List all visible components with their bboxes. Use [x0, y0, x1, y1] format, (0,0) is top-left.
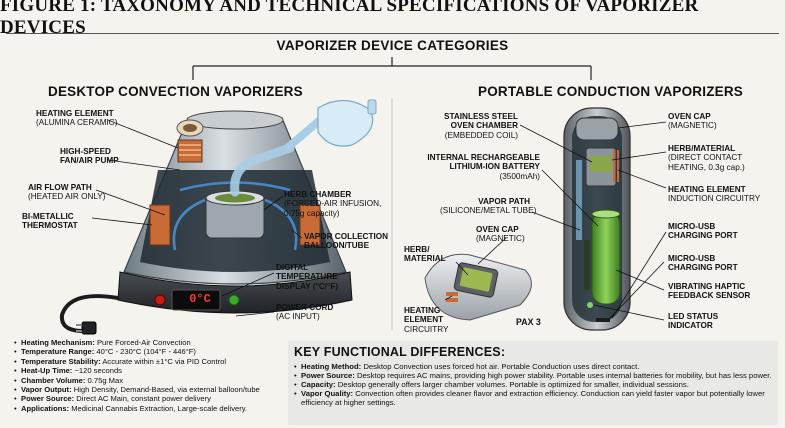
spec-item: Vapor Output: High Density, Demand-Based…	[14, 385, 284, 394]
key-differences-panel: KEY FUNCTIONAL DIFFERENCES: Heating Meth…	[288, 341, 778, 425]
spec-item: Power Source: Direct AC Main, constant p…	[14, 394, 284, 403]
label-led: LED STATUS INDICATOR	[668, 312, 748, 331]
pax-device-name: PAX 3	[516, 318, 541, 327]
key-differences-title: KEY FUNCTIONAL DIFFERENCES:	[294, 345, 772, 359]
label-haptic: VIBRATING HAPTIC FEEDBACK SENSOR	[668, 282, 780, 301]
lithium-battery	[592, 212, 620, 304]
spec-item: Heat-Up Time: ~120 seconds	[14, 366, 284, 375]
label-herb-material: HERB/MATERIAL(DIRECT CONTACT HEATING, 0.…	[668, 144, 780, 172]
label-thermostat: BI-METALLIC THERMOSTAT	[22, 212, 92, 231]
desktop-section-title: DESKTOP CONVECTION VAPORIZERS	[48, 84, 303, 99]
desktop-specs-list: Heating Mechanism: Pure Forced-Air Conve…	[14, 338, 284, 413]
spec-item: Temperature Range: 40°C - 230°C (104°F -…	[14, 347, 284, 356]
difference-item: Capacity: Desktop generally offers large…	[294, 380, 772, 389]
power-button-red	[155, 295, 165, 305]
vapor-path-tube	[576, 160, 582, 240]
portable-section-title: PORTABLE CONDUCTION VAPORIZERS	[478, 84, 743, 99]
led-indicator	[587, 302, 593, 308]
display-readout: 0°C	[180, 290, 220, 310]
pax-large-drawing	[564, 108, 630, 330]
label-herb-chamber: HERB CHAMBER(FORCED-AIR INFUSION, 0.75g …	[284, 190, 394, 218]
label-balloon: VAPOR COLLECTION BALLOON/TUBE	[304, 232, 388, 251]
spec-item: Applications: Medicinal Cannabis Extract…	[14, 404, 284, 413]
label-usb-port-2: MICRO-USB CHARGING PORT	[668, 254, 748, 273]
label-display: DIGITAL TEMPERATURE DISPLAY (°C/°F)	[276, 263, 356, 291]
spec-item: Temperature Stability: Accurate within ±…	[14, 357, 284, 366]
herb-material	[590, 156, 612, 172]
category-bracket	[193, 57, 591, 80]
difference-item: Heating Method: Desktop Convection uses …	[294, 362, 772, 371]
difference-item: Vapor Quality: Convection often provides…	[294, 389, 772, 407]
label-fan: HIGH-SPEED FAN/AIR PUMP	[60, 147, 122, 166]
label-usb-port-1: MICRO-USB CHARGING PORT	[668, 222, 748, 241]
heating-element-coil	[178, 140, 202, 162]
label-herb-small: HERB/ MATERIAL	[404, 245, 450, 264]
key-differences-list: Heating Method: Desktop Convection uses …	[294, 362, 772, 407]
label-air-flow: AIR FLOW PATH(HEATED AIR ONLY)	[28, 183, 106, 202]
label-oven-chamber: STAINLESS STEEL OVEN CHAMBER(EMBEDDED CO…	[436, 112, 518, 140]
spec-item: Chamber Volume: 0.75g Max	[14, 376, 284, 385]
vapor-balloon	[318, 100, 373, 146]
label-oven-cap-small: OVEN CAP(MAGNETIC)	[476, 225, 525, 244]
usb-port	[596, 318, 610, 322]
label-oven-cap: OVEN CAP(MAGNETIC)	[668, 112, 717, 131]
difference-item: Power Source: Desktop requires AC mains,…	[294, 371, 772, 380]
label-battery: INTERNAL RECHARGEABLE LITHIUM-ION BATTER…	[398, 153, 540, 181]
power-button-green	[229, 295, 239, 305]
spec-item: Heating Mechanism: Pure Forced-Air Conve…	[14, 338, 284, 347]
oven-cap	[576, 118, 618, 140]
label-heating-element: HEATING ELEMENT(ALUMINA CERAMIC)	[36, 109, 117, 128]
label-power-cord: POWER CORD(AC INPUT)	[276, 303, 333, 322]
label-vapor-path: VAPOR PATH(SILICONE/METAL TUBE)	[440, 197, 530, 216]
